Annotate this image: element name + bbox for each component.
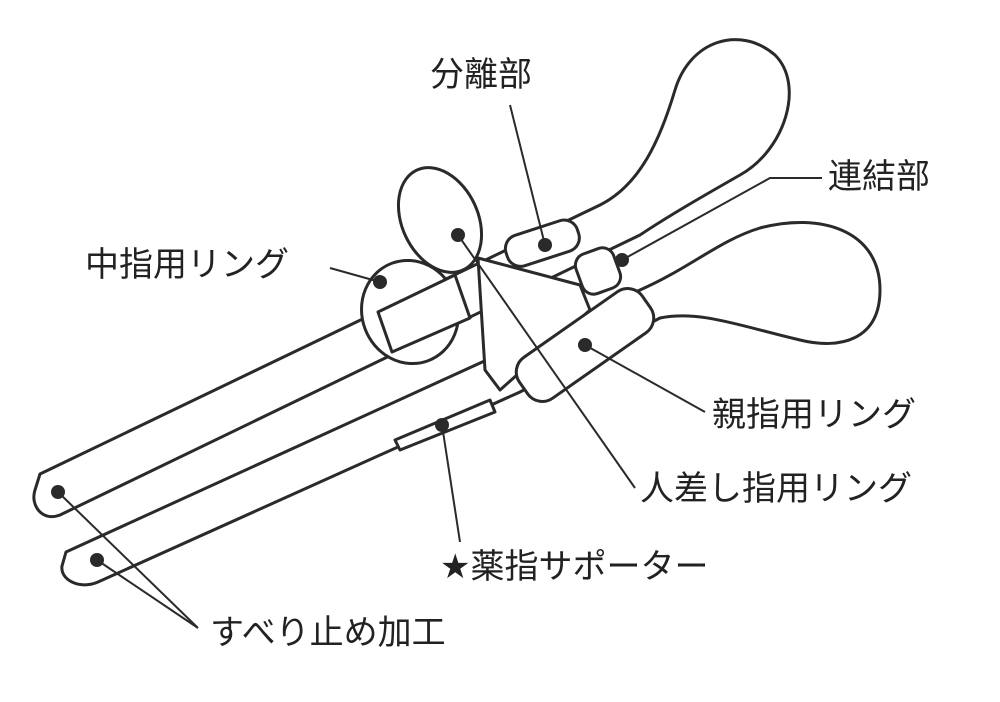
marker-dot (51, 485, 65, 499)
leader-ring-support (441, 424, 461, 543)
leader-thumb-ring (584, 344, 706, 413)
marker-dot (615, 253, 629, 267)
leader-connector (621, 177, 822, 261)
marker-dot (578, 338, 592, 352)
middle-finger-ring-band (376, 273, 472, 354)
label-separator: 分離部 (430, 55, 532, 95)
label-middle-finger-ring: 中指用リング (85, 245, 289, 285)
marker-dot (373, 275, 387, 289)
marker-dot (435, 418, 449, 432)
marker-dot (538, 238, 552, 252)
leader-non-slip (57, 491, 199, 629)
leader-middle-ring (329, 267, 381, 283)
label-non-slip: すべり止め加工 (210, 613, 446, 653)
label-connector: 連結部 (828, 157, 930, 197)
leader-separator (509, 104, 546, 246)
label-index-finger-ring: 人差し指用リング (640, 469, 912, 509)
label-thumb-ring: 親指用リング (712, 395, 916, 435)
leader-index-ring (457, 234, 636, 489)
index-finger-ring-shape (396, 166, 484, 274)
marker-dot (90, 553, 104, 567)
label-ring-finger-support: ★薬指サポーター (440, 547, 709, 587)
marker-dot (451, 228, 465, 242)
